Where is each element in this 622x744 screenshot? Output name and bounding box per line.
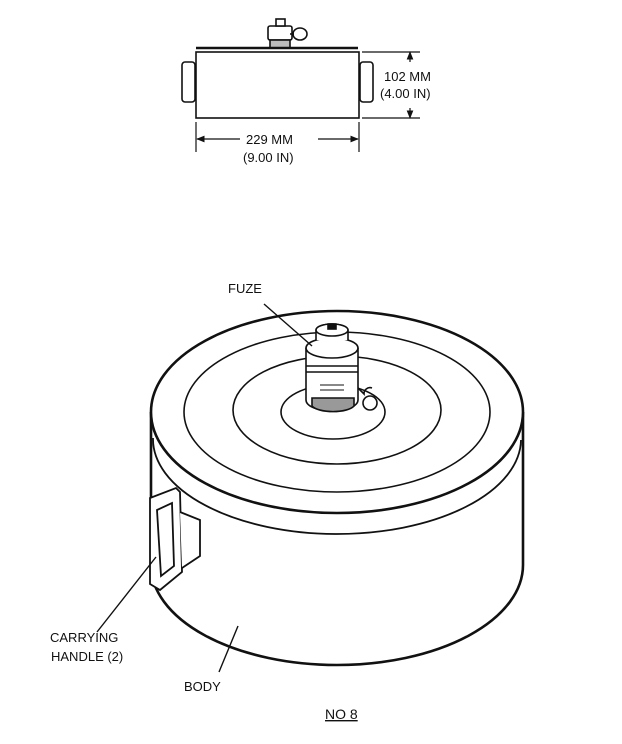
- side-view-fuze: [267, 18, 308, 49]
- figure-caption: NO 8: [325, 706, 358, 722]
- width-imperial-label: (9.00 IN): [243, 150, 294, 165]
- handle-label-line2: HANDLE (2): [51, 649, 123, 664]
- fuze-label: FUZE: [228, 281, 262, 296]
- side-view-right-handle: [359, 61, 374, 103]
- width-metric-label: 229 MM: [246, 132, 293, 147]
- fuze-leader: [263, 303, 313, 347]
- iso-view: [96, 303, 525, 673]
- body-leader: [218, 625, 239, 673]
- side-view-left-handle: [181, 61, 196, 103]
- width-dimension: [195, 122, 360, 152]
- handle-label-line1: CARRYING: [50, 630, 118, 645]
- height-metric-label: 102 MM: [384, 69, 431, 84]
- height-dimension: [362, 51, 420, 119]
- handle-leader: [96, 556, 157, 633]
- body-label: BODY: [184, 679, 221, 694]
- carrying-handle: [149, 486, 201, 592]
- side-view-body: [195, 51, 360, 119]
- side-view: [181, 18, 420, 152]
- height-imperial-label: (4.00 IN): [380, 86, 431, 101]
- fuze: [305, 323, 378, 413]
